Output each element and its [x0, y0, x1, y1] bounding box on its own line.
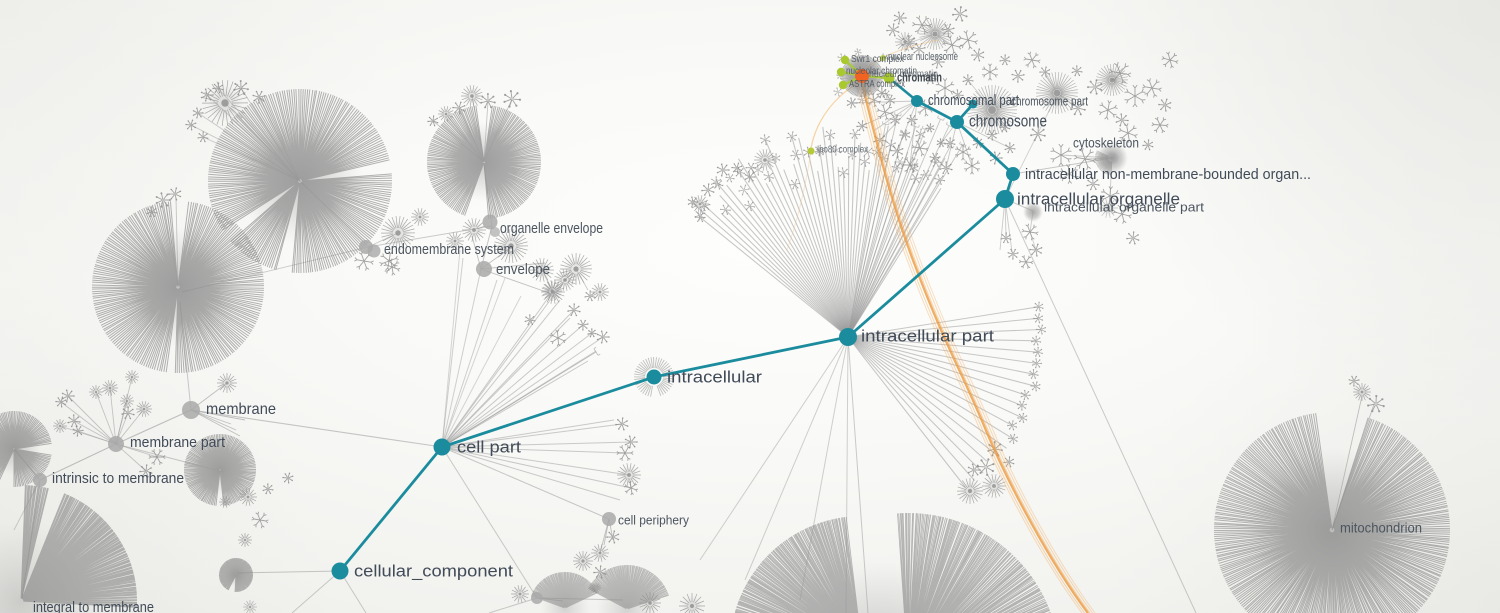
svg-text:intracellular: intracellular [667, 368, 763, 386]
svg-text:chromosomal part: chromosomal part [928, 92, 1020, 109]
svg-text:nuclear nucleosome: nuclear nucleosome [888, 51, 958, 63]
svg-text:membrane part: membrane part [130, 434, 226, 451]
svg-text:intrinsic to membrane: intrinsic to membrane [52, 470, 184, 487]
svg-text:organelle envelope: organelle envelope [500, 221, 603, 237]
svg-text:envelope: envelope [496, 262, 550, 278]
svg-text:nuclear chromatin: nuclear chromatin [869, 68, 938, 80]
svg-text:integral to membrane: integral to membrane [33, 599, 154, 613]
svg-text:endomembrane system: endomembrane system [384, 241, 514, 258]
svg-text:cell part: cell part [457, 437, 521, 456]
svg-text:nucleolar chromatin: nucleolar chromatin [846, 65, 917, 77]
svg-text:intracellular organelle: intracellular organelle [1017, 189, 1180, 208]
svg-text:cellular_component: cellular_component [354, 561, 513, 580]
svg-text:chromatin: chromatin [897, 70, 942, 84]
svg-text:chromosome: chromosome [969, 112, 1047, 130]
svg-text:Swr1 complex: Swr1 complex [851, 53, 905, 65]
svg-text:Ino80 complex: Ino80 complex [817, 145, 868, 156]
svg-text:ASTRA complex: ASTRA complex [849, 78, 906, 90]
svg-text:membrane: membrane [206, 401, 276, 418]
svg-text:mitochondrion: mitochondrion [1340, 520, 1422, 536]
svg-text:cytoskeleton: cytoskeleton [1073, 135, 1139, 151]
svg-text:intracellular part: intracellular part [861, 326, 994, 345]
svg-text:intracellular non-membrane-bou: intracellular non-membrane-bounded organ… [1025, 167, 1311, 183]
svg-text:intracellular organelle part: intracellular organelle part [1044, 199, 1204, 214]
svg-text:chromosome part: chromosome part [1011, 93, 1088, 108]
svg-text:cell periphery: cell periphery [618, 512, 689, 527]
